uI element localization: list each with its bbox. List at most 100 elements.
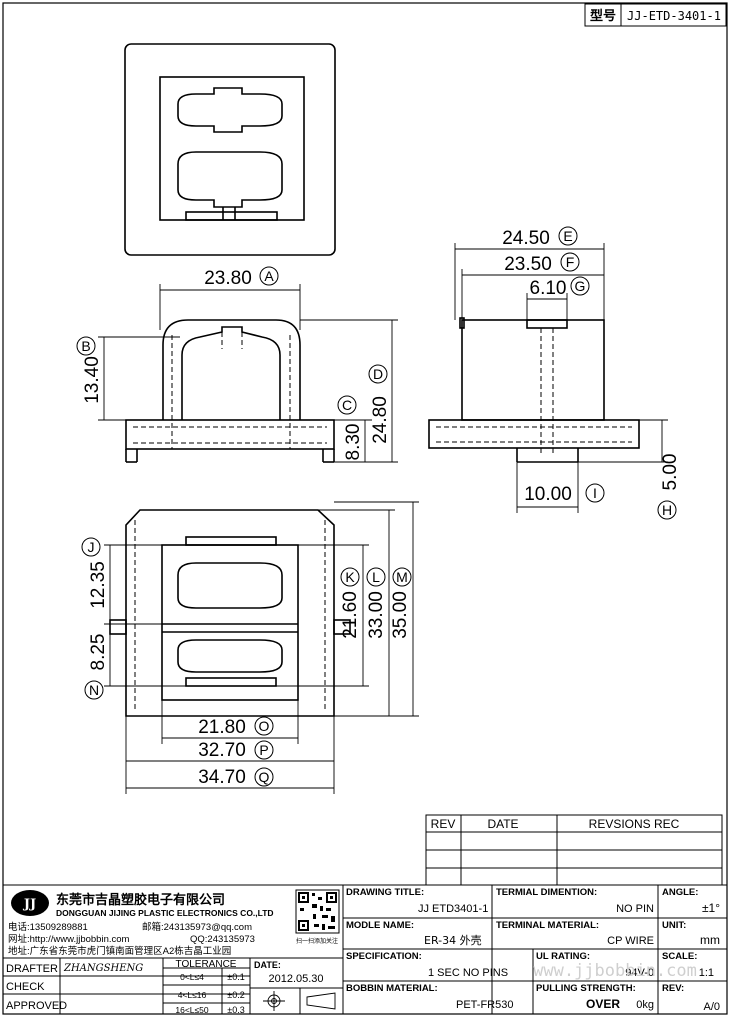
signoff-block: DRAFTER ZHANGSHENG CHECK APPROVED TOLERA… [6,959,336,1015]
terminal-material-value: CP WIRE [607,935,654,947]
company-name-cn: 东莞市吉晶塑胶电子有限公司 [56,892,225,908]
dim-J-value: 12.35 [88,561,109,609]
angle-label: ANGLE: [662,887,698,898]
dim-B-value: 13.40 [82,356,103,404]
pulling-strength-unit: 0kg [636,999,654,1011]
dim-G-id: G [575,278,586,294]
rev-header: REV [431,817,456,831]
top-view [124,43,336,256]
dim-M-value: 35.00 [390,591,411,639]
angle-value: ±1° [702,901,720,915]
date-label: DATE: [254,960,281,970]
dim-A-id: A [264,268,274,284]
dim-G-value: 6.10 [530,278,567,299]
revisions-header: REVSIONS REC [589,817,680,831]
model-name-value: ER-34 外壳 [424,933,482,947]
front-view-hidden [133,332,327,449]
company-name-en: DONGGUAN JIJING PLASTIC ELECTRONICS CO.,… [56,908,274,918]
bobbin-material-label: BOBBIN MATERIAL: [346,983,438,994]
company-address: 地址:广东省东莞市虎门镇南面管理区A2栋吉晶工业园 [8,945,231,957]
tolerance-value-1: ±0.1 [227,972,244,982]
specification-label: SPECIFICATION: [346,951,422,962]
tolerance-value-2: ±0.2 [227,990,244,1000]
dimension-labels: 23.80 13.40 8.30 24.80 24.50 23.50 6.10 … [82,228,681,788]
specification-value: 1 SEC NO PINS [428,967,508,979]
terminal-dimension-value: NO PIN [616,903,654,915]
projection-symbol [263,991,336,1011]
revision-table: REV DATE REVSIONS REC [425,814,723,886]
dim-I-value: 10.00 [524,484,572,505]
part-number: JJ-ETD-3401-1 [627,9,721,23]
part-number-box: 型号 JJ-ETD-3401-1 [584,3,727,27]
bottom-view-hidden [134,520,326,712]
pulling-strength-value: OVER [586,997,620,1011]
date-value: 2012.05.30 [268,973,323,985]
company-logo [11,890,49,916]
dim-H-id: H [662,502,672,518]
company-phone: 电话:13509289881 [8,921,88,933]
rev-label: REV: [662,983,684,994]
dim-D-id: D [373,366,383,382]
dim-F-value: 23.50 [504,254,552,275]
dim-K-id: K [345,569,355,585]
bottom-view [109,509,351,717]
scale-value: 1:1 [699,967,714,979]
bobbin-material-value: PET-FR530 [456,999,513,1011]
dim-L-value: 33.00 [366,591,387,639]
side-view [428,317,640,463]
side-view-hidden [436,328,632,455]
drafter-label: DRAFTER [6,963,58,975]
company-qq: QQ:243135973 [190,934,255,945]
dim-H-value: 5.00 [660,454,681,491]
dim-C-value: 8.30 [343,424,364,461]
qr-code [295,889,340,934]
dimension-markers [76,226,677,787]
dim-Q-id: Q [259,769,270,785]
company-block: JJ 东莞市吉晶塑胶电子有限公司 DONGGUAN JIJING PLASTIC… [8,889,340,957]
front-view [125,319,335,463]
drawing-title-label: DRAWING TITLE: [346,887,424,898]
tolerance-value-3: ±0.3 [227,1005,244,1015]
tolerance-range-3: 16<L≤50 [175,1005,209,1015]
company-logo-text: JJ [23,897,36,912]
qr-caption: 扫一扫添加关注 [296,937,338,945]
scale-label: SCALE: [662,951,697,962]
dim-N-id: N [89,682,99,698]
dim-D-value: 24.80 [370,396,391,444]
terminal-material-label: TERMINAL MATERIAL: [496,920,599,931]
date-header: DATE [487,817,518,831]
part-number-label: 型号 [590,8,616,24]
company-email: 邮箱:243135973@qq.com [142,921,252,933]
terminal-dimension-label: TERMIAL DIMENTION: [496,887,597,898]
dim-J-id: J [88,539,95,555]
watermark: www.jjbobbin.com [533,961,697,981]
dim-P-value: 32.70 [198,740,246,761]
pulling-strength-label: PULLING STRENGTH: [536,983,636,994]
unit-value: mm [700,933,720,947]
dim-B-id: B [81,338,90,354]
dim-A-value: 23.80 [204,268,252,289]
drafter-name: ZHANGSHENG [63,963,143,974]
dim-C-id: C [342,397,352,413]
dim-Q-value: 34.70 [198,767,246,788]
tolerance-range-1: 0<L≤4 [180,972,204,982]
dimension-marker-letters: A B C D E F G H I J K L M N O P Q [81,228,672,785]
dim-O-id: O [259,718,270,734]
model-name-label: MODLE NAME: [346,920,414,931]
company-website: 网址:http://www.jjbobbin.com [8,933,130,945]
dim-P-id: P [259,742,268,758]
dim-F-id: F [566,254,575,270]
dim-N-value: 8.25 [88,634,109,671]
tolerance-range-2: 4<L≤16 [178,990,207,1000]
dim-E-value: 24.50 [502,228,550,249]
info-fields: DRAWING TITLE: JJ ETD3401-1 TERMIAL DIME… [346,887,720,1013]
ul-rating-label: UL RATING: [536,951,590,962]
dim-K-value: 21.60 [340,591,361,639]
dim-E-id: E [563,228,572,244]
unit-label: UNIT: [662,920,686,931]
ul-rating-value: 94V-0 [625,967,654,979]
dim-M-id: M [396,569,408,585]
approved-label: APPROVED [6,1000,67,1012]
dim-I-id: I [593,485,597,501]
